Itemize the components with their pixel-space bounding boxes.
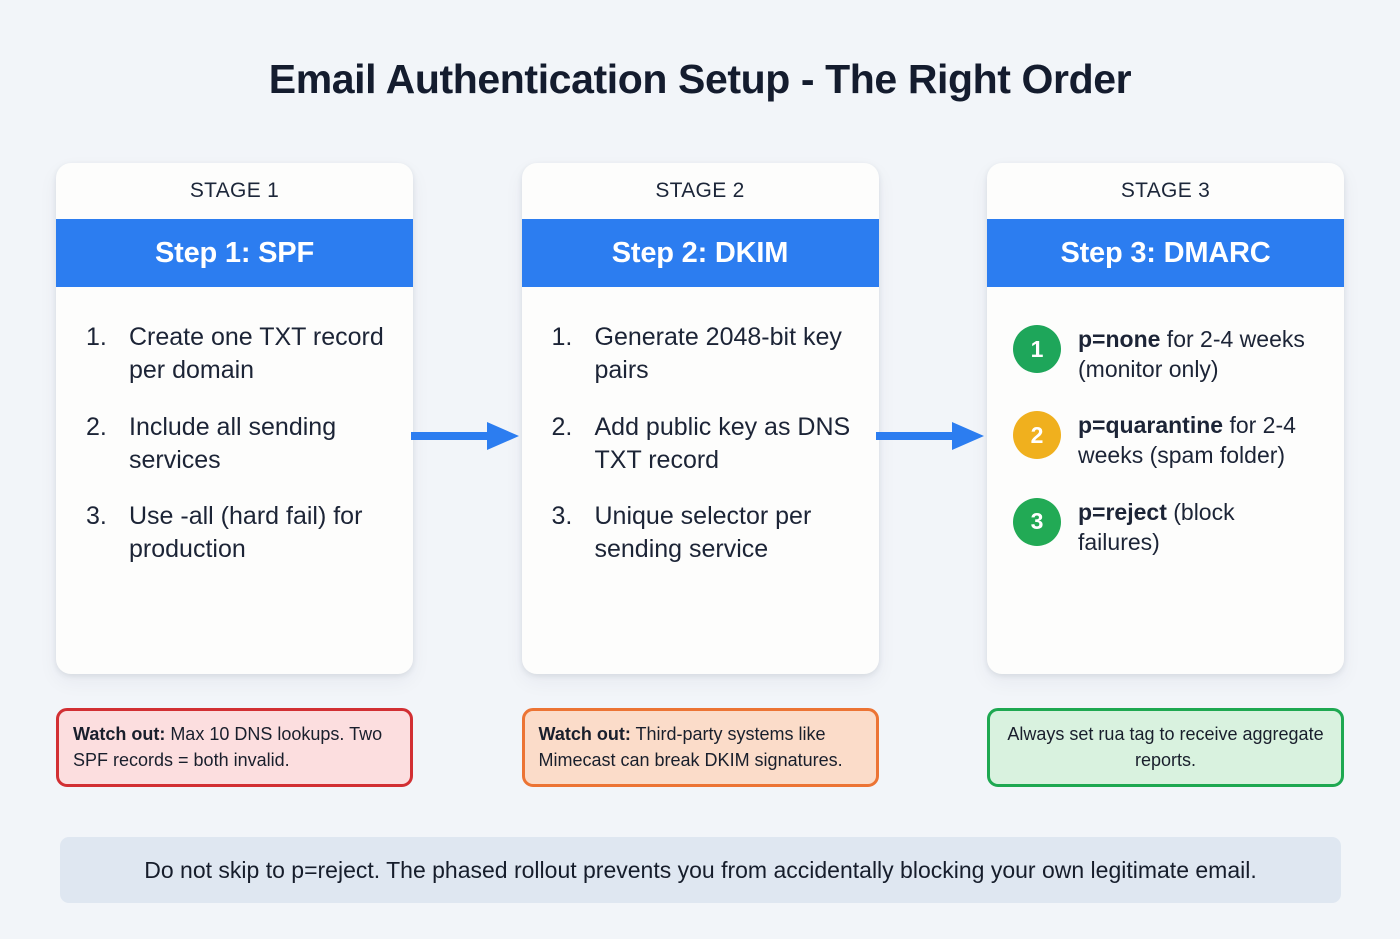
policy-tag: p=reject: [1078, 498, 1167, 525]
policy-item: 2 p=quarantine for 2-4 weeks (spam folde…: [1013, 409, 1318, 470]
info-note-3: Always set rua tag to receive aggregate …: [987, 708, 1344, 787]
policy-item: 3 p=reject (block failures): [1013, 496, 1318, 557]
arrow-right-icon: [411, 422, 519, 450]
policy-tag: p=none: [1078, 326, 1161, 352]
note-text: Max 10 DNS lookups. Two SPF records = bo…: [73, 723, 383, 770]
policy-list: 1 p=none for 2-4 weeks (monitor only) 2 …: [1013, 321, 1318, 557]
stage-label-3: STAGE 3: [1120, 179, 1211, 202]
policy-detail: (block failures): [1078, 498, 1235, 555]
warning-note-2: Watch out: Third-party systems like Mime…: [521, 708, 879, 787]
stage-body-1: Create one TXT record per domain Include…: [56, 287, 413, 674]
step-item: Create one TXT record per domain: [86, 321, 384, 385]
step-list-2: Generate 2048-bit key pairs Add public k…: [548, 321, 853, 567]
stage-body-2: Generate 2048-bit key pairs Add public k…: [522, 287, 879, 674]
policy-item: 1 p=none for 2-4 weeks (monitor only): [1013, 323, 1318, 384]
stage-header-1: Step 1: SPF: [56, 219, 413, 287]
step-item: Add public key as DNS TXT record: [552, 411, 851, 474]
note-lead-label: Watch out:: [73, 723, 166, 744]
stage-columns: STAGE 1 Step 1: SPF Create one TXT recor…: [56, 163, 1344, 787]
policy-text: p=reject (block failures): [1078, 496, 1318, 557]
stage-column-1: STAGE 1 Step 1: SPF Create one TXT recor…: [56, 163, 413, 787]
step-item: Include all sending services: [86, 411, 337, 474]
stage-label-1: STAGE 1: [189, 179, 280, 202]
policy-text: p=none for 2-4 weeks (monitor only): [1078, 323, 1318, 384]
policy-tag: p=quarantine: [1078, 412, 1224, 439]
step-list-1: Create one TXT record per domain Include…: [82, 321, 387, 567]
stage-body-3: 1 p=none for 2-4 weeks (monitor only) 2 …: [987, 287, 1344, 674]
policy-text: p=quarantine for 2-4 weeks (spam folder): [1078, 409, 1318, 470]
policy-detail: for 2-4 weeks (monitor only): [1078, 326, 1305, 383]
stage-card-1: STAGE 1 Step 1: SPF Create one TXT recor…: [56, 163, 413, 674]
footer-callout: Do not skip to p=reject. The phased roll…: [60, 837, 1341, 903]
stage-card-3: STAGE 3 Step 3: DMARC 1 p=none for 2-4 w…: [987, 163, 1344, 674]
note-text: Third-party systems like Mimecast can br…: [538, 723, 843, 770]
note-lead-label: Watch out:: [538, 723, 631, 744]
policy-number-badge: 1: [1013, 325, 1061, 373]
stage-header-2: Step 2: DKIM: [521, 219, 879, 287]
step-item: Generate 2048-bit key pairs: [552, 321, 842, 385]
policy-number-badge: 3: [1013, 497, 1061, 546]
page-title: Email Authentication Setup - The Right O…: [268, 56, 1132, 102]
stage-label-2: STAGE 2: [655, 179, 745, 202]
step-item: Use -all (hard fail) for production: [86, 500, 363, 564]
note-text: Always set rua tag to receive aggregate …: [1007, 723, 1324, 770]
stage-card-2: STAGE 2 Step 2: DKIM Generate 2048-bit k…: [521, 163, 879, 674]
warning-note-1: Watch out: Max 10 DNS lookups. Two SPF r…: [56, 708, 413, 787]
arrow-right-icon: [876, 422, 984, 450]
stage-column-3: STAGE 3 Step 3: DMARC 1 p=none for 2-4 w…: [987, 163, 1344, 787]
policy-detail: for 2-4 weeks (spam folder): [1078, 412, 1296, 469]
policy-number-badge: 2: [1013, 411, 1061, 460]
step-item: Unique selector per sending service: [552, 500, 812, 564]
stage-column-2: STAGE 2 Step 2: DKIM Generate 2048-bit k…: [521, 163, 879, 787]
stage-header-3: Step 3: DMARC: [987, 219, 1344, 287]
